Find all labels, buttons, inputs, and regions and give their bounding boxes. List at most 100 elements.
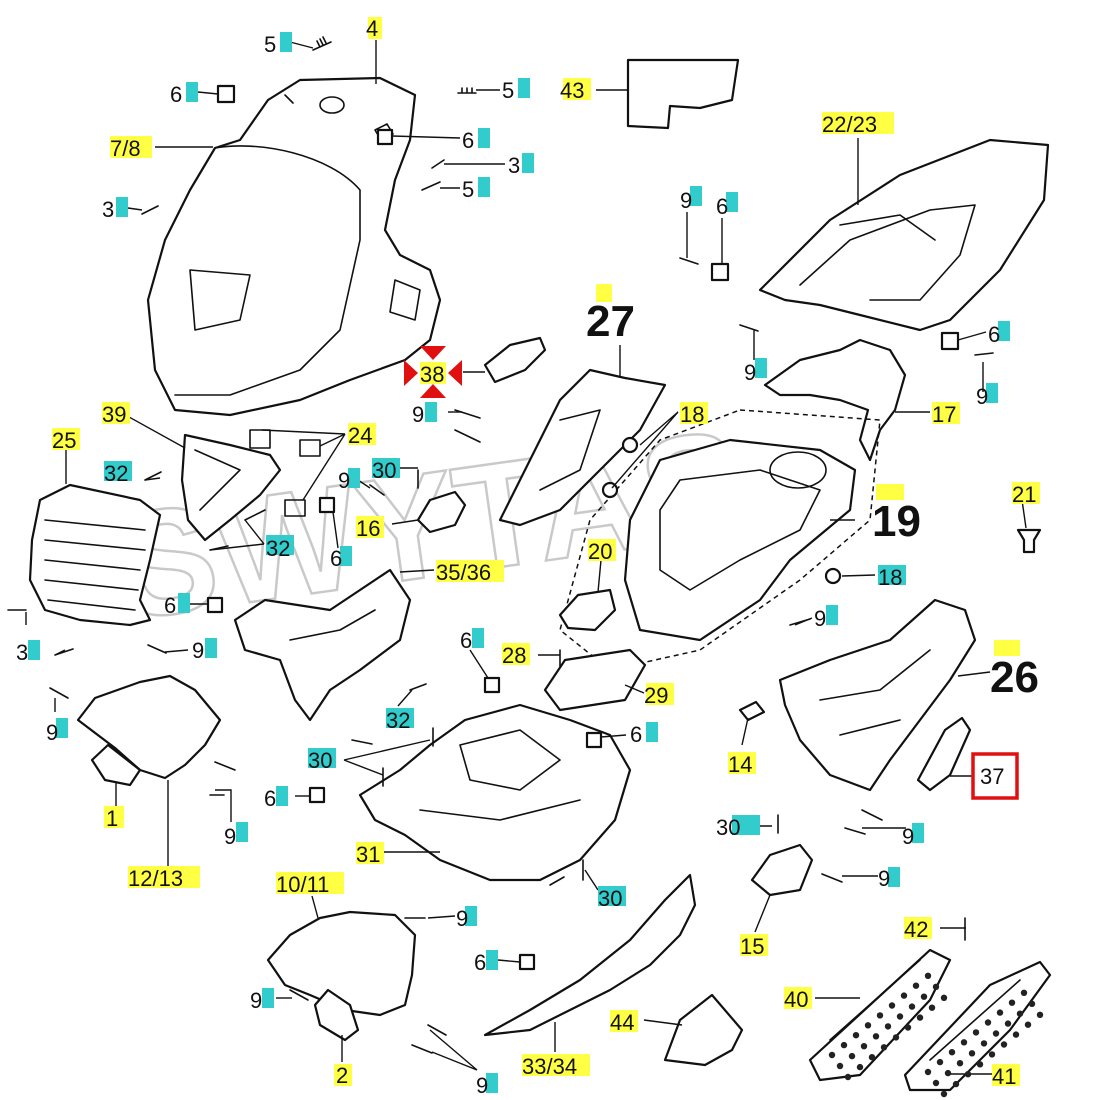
label-31: 31 bbox=[356, 842, 380, 867]
rear-bracket-part-17 bbox=[763, 338, 907, 462]
mat-dot bbox=[844, 1073, 852, 1081]
label-18: 18 bbox=[680, 402, 704, 427]
mat-dot bbox=[960, 1039, 968, 1046]
cover-part-29 bbox=[543, 648, 647, 712]
label-44: 44 bbox=[610, 1010, 634, 1035]
label-9: 9 bbox=[412, 402, 424, 427]
mat-dot bbox=[948, 1049, 956, 1056]
mat-dot bbox=[972, 1029, 980, 1036]
mat-dot bbox=[848, 1052, 856, 1060]
label-24: 24 bbox=[348, 423, 372, 448]
mat-dot bbox=[856, 1063, 864, 1071]
mat-dot bbox=[932, 983, 940, 990]
mat-dot bbox=[1016, 1010, 1024, 1017]
label-5: 5 bbox=[462, 177, 474, 202]
mat-dot bbox=[896, 1013, 904, 1020]
mat-dot bbox=[964, 1071, 972, 1078]
mat-dot bbox=[916, 1014, 924, 1021]
mat-dot bbox=[976, 1061, 984, 1068]
label-9: 9 bbox=[456, 906, 468, 931]
label-18: 18 bbox=[878, 565, 902, 590]
hardware-fasteners bbox=[7, 36, 1042, 1054]
label-42: 42 bbox=[904, 917, 928, 942]
floor-mat-40-texture bbox=[828, 972, 948, 1081]
label-3: 3 bbox=[16, 640, 28, 665]
mat-dot bbox=[884, 1023, 892, 1030]
mat-dot bbox=[952, 1080, 960, 1088]
label-9: 9 bbox=[902, 824, 914, 849]
mat-dot bbox=[880, 1044, 888, 1051]
label-9: 9 bbox=[814, 606, 826, 631]
label-6: 6 bbox=[988, 322, 1000, 347]
label-20: 20 bbox=[588, 539, 612, 564]
emblem-part-38 bbox=[483, 336, 547, 384]
label-6: 6 bbox=[330, 546, 342, 571]
mat-dot bbox=[864, 1022, 872, 1029]
label-5: 5 bbox=[264, 32, 276, 57]
label-9: 9 bbox=[878, 866, 890, 891]
selection-marker-38 bbox=[404, 346, 462, 398]
label-32: 32 bbox=[386, 708, 410, 733]
label-22-23: 22/23 bbox=[822, 112, 877, 137]
label-25: 25 bbox=[52, 428, 76, 453]
storage-box-part-19 bbox=[559, 409, 881, 671]
label-17: 17 bbox=[932, 402, 956, 427]
mat-dot bbox=[1000, 1041, 1008, 1048]
mat-dot bbox=[968, 1050, 976, 1057]
label-6: 6 bbox=[460, 628, 472, 653]
mat-dot bbox=[868, 1054, 876, 1061]
reflector-part-2 bbox=[313, 988, 360, 1042]
mat-dot bbox=[936, 1058, 944, 1066]
mat-dot bbox=[852, 1032, 860, 1039]
mat-dot bbox=[860, 1043, 868, 1050]
rear-side-panel-part bbox=[758, 138, 1050, 332]
label-9: 9 bbox=[976, 384, 988, 409]
mat-dot bbox=[1024, 1021, 1032, 1028]
mat-dot bbox=[956, 1060, 964, 1067]
mat-dot bbox=[924, 972, 932, 979]
floor-mat-41-texture bbox=[924, 989, 1044, 1098]
mat-dot bbox=[872, 1033, 880, 1040]
leg-shield-inner-part bbox=[233, 568, 412, 722]
label-16: 16 bbox=[356, 516, 380, 541]
label-3: 3 bbox=[508, 153, 520, 178]
mat-dot bbox=[992, 1030, 1000, 1037]
mat-dot bbox=[924, 1068, 932, 1076]
label-6: 6 bbox=[164, 593, 176, 618]
label-40: 40 bbox=[784, 987, 808, 1012]
label-32: 32 bbox=[104, 461, 128, 486]
mat-dot bbox=[1036, 1011, 1044, 1018]
label-28: 28 bbox=[502, 643, 526, 668]
label-27: 27 bbox=[586, 297, 635, 346]
mat-dot bbox=[912, 982, 920, 989]
label-9: 9 bbox=[250, 988, 262, 1013]
label-39: 39 bbox=[102, 402, 126, 427]
cover-part-16 bbox=[416, 490, 467, 534]
leader-lines bbox=[25, 40, 1027, 1075]
mat-dot bbox=[900, 992, 908, 999]
label-14: 14 bbox=[728, 752, 752, 777]
part-labels: 4 5 6 5 43 22/23 7/8 6 3 5 3 9 6 27 6 9 bbox=[16, 16, 1040, 1098]
label-38: 38 bbox=[420, 362, 444, 387]
cover-part-15 bbox=[750, 843, 814, 897]
mat-dot bbox=[892, 1034, 900, 1041]
label-37: 37 bbox=[980, 764, 1004, 789]
side-cover-part-26 bbox=[778, 598, 977, 792]
mat-dot bbox=[1012, 1031, 1020, 1038]
label-43: 43 bbox=[560, 78, 584, 103]
mat-dot bbox=[944, 1069, 952, 1077]
cover-part-20 bbox=[558, 588, 617, 632]
bracket-part-43 bbox=[626, 58, 740, 130]
label-4: 4 bbox=[366, 16, 378, 41]
label-29: 29 bbox=[644, 683, 668, 708]
label-9: 9 bbox=[224, 824, 236, 849]
mat-dot bbox=[836, 1062, 844, 1070]
mat-dot bbox=[1004, 1020, 1012, 1027]
label-6: 6 bbox=[462, 128, 474, 153]
highlight-box-37 bbox=[971, 752, 1019, 800]
floor-panel-part-31 bbox=[358, 703, 632, 882]
label-10-11: 10/11 bbox=[276, 872, 329, 897]
radiator-grille-part-25 bbox=[28, 483, 162, 627]
mat-dot bbox=[920, 993, 928, 1000]
label-7-8: 7/8 bbox=[110, 136, 141, 161]
